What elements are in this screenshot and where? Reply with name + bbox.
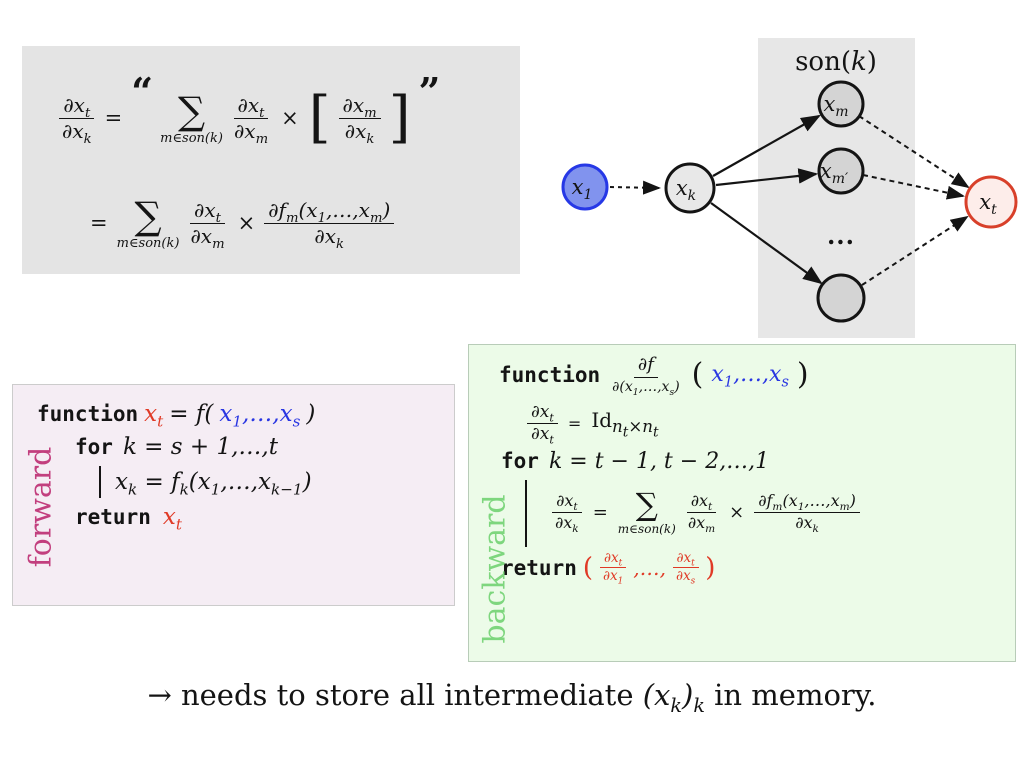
forward-signature-line: function xt = f( x1,…,xs ) (37, 401, 454, 431)
lhs-numerator: ∂xt (59, 93, 95, 120)
edge-x1-xk (609, 180, 661, 195)
return-value: xt (162, 504, 182, 534)
signature-args: x1,…,xs (219, 401, 301, 431)
ellipsis-dots: ... (827, 221, 855, 250)
backward-label: backward (477, 494, 513, 644)
equals-sign: = (592, 501, 608, 523)
edge-xk-hidden (710, 202, 823, 285)
edge-xk-xm-prime (715, 168, 819, 187)
dxt-dxm-fraction: ∂xt ∂xm (686, 491, 717, 536)
signature-function: = f( (169, 401, 214, 427)
footer-text-prefix: → needs to store all intermediate (147, 678, 643, 712)
footer-text-suffix: in memory. (704, 678, 877, 712)
identity-matrix: Idnt×nt (591, 407, 659, 440)
return-ellipsis: ,…, (633, 555, 667, 580)
backward-init-line: ∂xt ∂xt = Idnt×nt (527, 402, 1015, 446)
sigma-symbol: ∑ (177, 88, 206, 133)
times-sign: × (237, 211, 256, 235)
equals-sign: = (104, 106, 123, 130)
loop-bar (99, 466, 101, 498)
signature-output: xt (144, 401, 164, 431)
node-hidden (816, 273, 866, 323)
chain-rule-line-1: ∂xt ∂xk = “ ∑ m∈son(k) ∂xt ∂xm × [ ∂xm ∂… (58, 70, 520, 166)
dfm-dxk-fraction: ∂fm(x1,…,xm) ∂xk (264, 198, 395, 251)
svg-text:xt: xt (979, 190, 997, 218)
son-label: son(k) (795, 47, 877, 77)
signature-args: x1,…,xs (711, 362, 789, 391)
equals-sign: = (567, 414, 582, 434)
forward-return-line: return xt (75, 504, 454, 534)
forward-algorithm-box: forward function xt = f( x1,…,xs ) for k… (12, 384, 455, 606)
svg-text:xm′: xm′ (820, 159, 849, 187)
backward-signature-line: function ∂f ∂(x1,…,xs) ( x1,…,xs ) (499, 354, 809, 398)
sum-limit: m∈son(k) (116, 235, 180, 251)
node-xk: xk (664, 162, 716, 214)
sum-operator: ∑ m∈son(k) (117, 197, 180, 250)
for-expression: k = s + 1,…,t (122, 434, 278, 460)
sum-limit: m∈son(k) (617, 521, 676, 536)
svg-text:xm: xm (823, 92, 848, 120)
sigma-symbol: ∑ (134, 193, 162, 238)
edge-xm-xt (858, 115, 970, 189)
backward-return-line: return ( ∂xt ∂x1 ,…, ∂xt ∂xs ) (501, 549, 716, 588)
backward-algorithm-box: backward function ∂f ∂(x1,…,xs) ( x1,…,x… (468, 344, 1016, 662)
for-keyword: for (75, 435, 113, 459)
node-x1: x1 (561, 163, 609, 211)
loop-lhs-fraction: ∂xt ∂xk (551, 492, 583, 534)
dxt-dxm-fraction: ∂xt ∂xm (233, 92, 269, 147)
times-sign: × (729, 501, 745, 523)
node-xm-prime: xm′ (817, 147, 865, 195)
lhs-denominator: ∂xk (62, 118, 92, 147)
signature-close-paren: ) (306, 401, 316, 427)
equals-sign: = (90, 211, 108, 235)
forward-for-line: for k = s + 1,…,t (75, 434, 454, 460)
for-expression: k = t − 1, t − 2,…,1 (548, 448, 770, 474)
forward-label: forward (23, 446, 59, 568)
node-xm: xm (817, 80, 865, 128)
forward-body-line: xk = fk(x1,…,xk−1) (99, 466, 454, 498)
edge-xk-xm (712, 114, 821, 177)
svg-text:x1: x1 (572, 175, 593, 203)
for-keyword: for (501, 449, 539, 474)
sum-operator: ∑ m∈son(k) (160, 92, 223, 145)
init-fraction: ∂xt ∂xt (527, 402, 558, 446)
lhs-fraction: ∂xt ∂xk (58, 93, 96, 147)
return-keyword: return (75, 505, 151, 529)
backward-loop-body: ∂xt ∂xk = ∑ m∈son(k) ∂xt ∂xm × ∂fm(x1,…,… (525, 479, 1015, 547)
node-xt: xt (964, 175, 1018, 229)
backward-for-line: for k = t − 1, t − 2,…,1 (501, 449, 1015, 474)
edge-hidden-xt (861, 215, 969, 286)
bracketed-fraction: ∂xm ∂xk (338, 93, 381, 146)
function-keyword: function (499, 362, 601, 387)
footer-math-term: (xk)k (642, 678, 705, 717)
return-fraction-1: ∂xt ∂x1 (599, 550, 627, 587)
signature-fraction: ∂f ∂(x1,…,xs) (612, 354, 680, 398)
footer-note: → needs to store all intermediate (xk)k … (0, 678, 1024, 717)
times-sign: × (281, 106, 299, 130)
body-expression: xk = fk(x1,…,xk−1) (115, 469, 312, 499)
dfm-dxk-fraction: ∂fm(x1,…,xm) ∂xk (754, 492, 860, 534)
svg-text:xk: xk (676, 176, 696, 204)
function-keyword: function (37, 402, 139, 426)
return-fraction-2: ∂xt ∂xs (672, 550, 699, 587)
dxt-dxm-fraction: ∂xt ∂xm (190, 197, 225, 252)
sum-operator: ∑ m∈son(k) (617, 486, 676, 536)
chain-rule-box: ∂xt ∂xk = “ ∑ m∈son(k) ∂xt ∂xm × [ ∂xm ∂… (22, 46, 520, 274)
sigma-symbol: ∑ (635, 486, 658, 523)
return-keyword: return (501, 555, 577, 580)
computational-graph: son(k) x1 xk xm xm′ ... (561, 38, 1018, 338)
chain-rule-line-2: = ∑ m∈son(k) ∂xt ∂xm × ∂fm(x1,…,xm) ∂xk (88, 182, 520, 264)
sum-limit: m∈son(k) (160, 130, 223, 146)
edge-xm-prime-xt (862, 174, 965, 200)
